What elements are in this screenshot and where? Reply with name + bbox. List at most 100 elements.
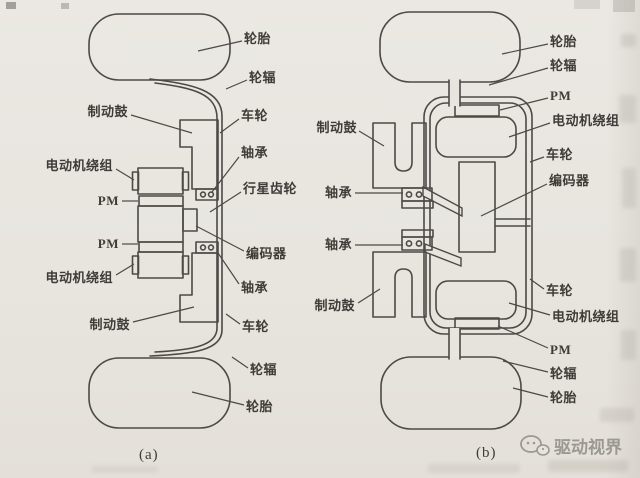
watermark: 驱动视界 (519, 433, 622, 458)
brake-drum-lower-shape (179, 252, 219, 323)
label-motor-winding-upper-a: 电动机绕组 (45, 158, 113, 173)
bearing-upper-shape (401, 187, 434, 209)
leader-motor-winding-upper-b (508, 122, 551, 138)
leader-lines (115, 40, 551, 406)
tire-bottom-shape (380, 356, 522, 430)
leader-motor-winding-lower-b (508, 302, 551, 316)
leader-tire-bottom-a (191, 391, 245, 406)
encoder-shape (182, 208, 198, 232)
rotor-shape (137, 205, 184, 243)
leader-wheel-upper-b (529, 156, 545, 163)
motor-winding-lower-shape (137, 251, 184, 279)
label-motor-winding-upper-b: 电动机绕组 (552, 113, 620, 128)
leader-brake-drum-lower-b (357, 288, 381, 304)
leader-encoder-a (195, 225, 245, 252)
bleedthrough-mark (600, 408, 634, 422)
pm-lower-shape (454, 317, 500, 330)
label-wheel-lower-b: 车轮 (546, 283, 574, 298)
label-pm-upper-b: PM (550, 88, 572, 103)
label-pm-lower-a: PM (97, 236, 119, 251)
motor-winding-upper-shape (137, 167, 184, 195)
bleedthrough-mark (620, 248, 636, 282)
page-edge-shade (606, 0, 640, 478)
leader-motor-winding-upper-a (115, 168, 135, 181)
label-encoder-a: 编码器 (246, 246, 287, 261)
pm-lower-shape (138, 241, 184, 253)
label-motor-winding-lower-a: 电动机绕组 (45, 270, 113, 285)
leader-bearing-lower-a (217, 252, 240, 285)
tire-top-shape (88, 13, 231, 81)
wheel-spoke-shape (149, 78, 223, 357)
label-pm-lower-b: PM (550, 342, 572, 357)
wheel-shell-inner (429, 102, 527, 329)
wheel-shell-outer (423, 96, 533, 335)
leader-wheel-spoke-bottom-b (502, 360, 549, 373)
bleedthrough-mark (621, 330, 636, 360)
bleedthrough-mark (621, 34, 636, 47)
leader-brake-drum-lower-a (132, 306, 195, 323)
bleedthrough-mark (619, 95, 636, 123)
bleedthrough-mark (622, 168, 636, 208)
label-bearing-upper-a: 轴承 (241, 145, 269, 160)
label-brake-drum-lower-a: 制动鼓 (89, 317, 130, 332)
leader-pm-upper-b (499, 97, 549, 111)
label-brake-drum-upper-b: 制动鼓 (316, 120, 357, 135)
label-wheel-upper-a: 车轮 (241, 108, 269, 123)
leader-wheel-spoke-bottom-a (231, 356, 249, 369)
label-planetary-gear-a: 行星齿轮 (243, 181, 298, 196)
tire-bottom-shape (88, 357, 231, 429)
leader-bearing-upper-a (211, 156, 240, 193)
label-pm-upper-a: PM (97, 193, 119, 208)
leader-wheel-lower-a (225, 313, 241, 325)
label-wheel-upper-b: 车轮 (546, 147, 574, 162)
leader-pm-lower-b (497, 325, 549, 349)
leader-brake-drum-upper-a (130, 114, 193, 134)
scan-artifacts (6, 0, 635, 12)
chat-bubbles-icon (520, 434, 550, 456)
leader-wheel-spoke-top-b (488, 67, 549, 86)
diagram-a (88, 13, 231, 429)
motor-winding-lower-shape (435, 280, 517, 320)
tire-top-shape (379, 11, 521, 83)
label-motor-winding-lower-b: 电动机绕组 (552, 309, 620, 324)
leader-encoder-b (480, 183, 548, 217)
leader-wheel-lower-b (529, 278, 545, 290)
leader-tire-bottom-b (512, 387, 549, 398)
label-wheel-spoke-bottom-b: 轮辐 (550, 366, 578, 381)
label-bearing-upper-b: 轴承 (324, 185, 352, 200)
wheel-spoke-top-shape (448, 79, 461, 107)
pm-upper-shape (138, 195, 184, 207)
leader-tire-top-a (197, 40, 243, 52)
label-wheel-lower-a: 车轮 (242, 319, 270, 334)
label-encoder-b: 编码器 (549, 173, 590, 188)
bleedthrough-mark (92, 466, 158, 473)
bearing-lower-shape (401, 229, 434, 251)
bleedthrough-mark (548, 460, 628, 472)
leader-wheel-spoke-top-a (225, 79, 248, 90)
caption-a: (a) (139, 447, 159, 463)
bleedthrough-mark (428, 464, 520, 473)
bearing-lower-shape (195, 241, 219, 254)
label-wheel-spoke-bottom-a: 轮辐 (250, 362, 278, 377)
wheel-spoke-shape-inner (154, 82, 218, 353)
label-brake-drum-lower-b: 制动鼓 (314, 298, 355, 313)
label-wheel-spoke-top-b: 轮辐 (550, 58, 578, 73)
brake-drum-upper-shape (372, 122, 427, 189)
leader-tire-top-b (501, 43, 549, 55)
label-bearing-lower-a: 轴承 (241, 280, 269, 295)
caption-b: (b) (476, 445, 497, 461)
diagram-b (372, 11, 533, 430)
motor-winding-upper-shape (435, 116, 517, 158)
label-bearing-lower-b: 轴承 (324, 237, 352, 252)
bearing-upper-shape (195, 188, 219, 201)
leader-wheel-upper-a (219, 118, 240, 134)
label-wheel-spoke-top-a: 轮辐 (249, 70, 277, 85)
hub-lines (494, 218, 531, 227)
label-tire-top-a: 轮胎 (244, 31, 272, 46)
leader-motor-winding-lower-a (115, 263, 135, 276)
brake-drum-lower-shape (372, 251, 427, 318)
label-tire-top-b: 轮胎 (550, 34, 578, 49)
label-tire-bottom-a: 轮胎 (246, 399, 274, 414)
